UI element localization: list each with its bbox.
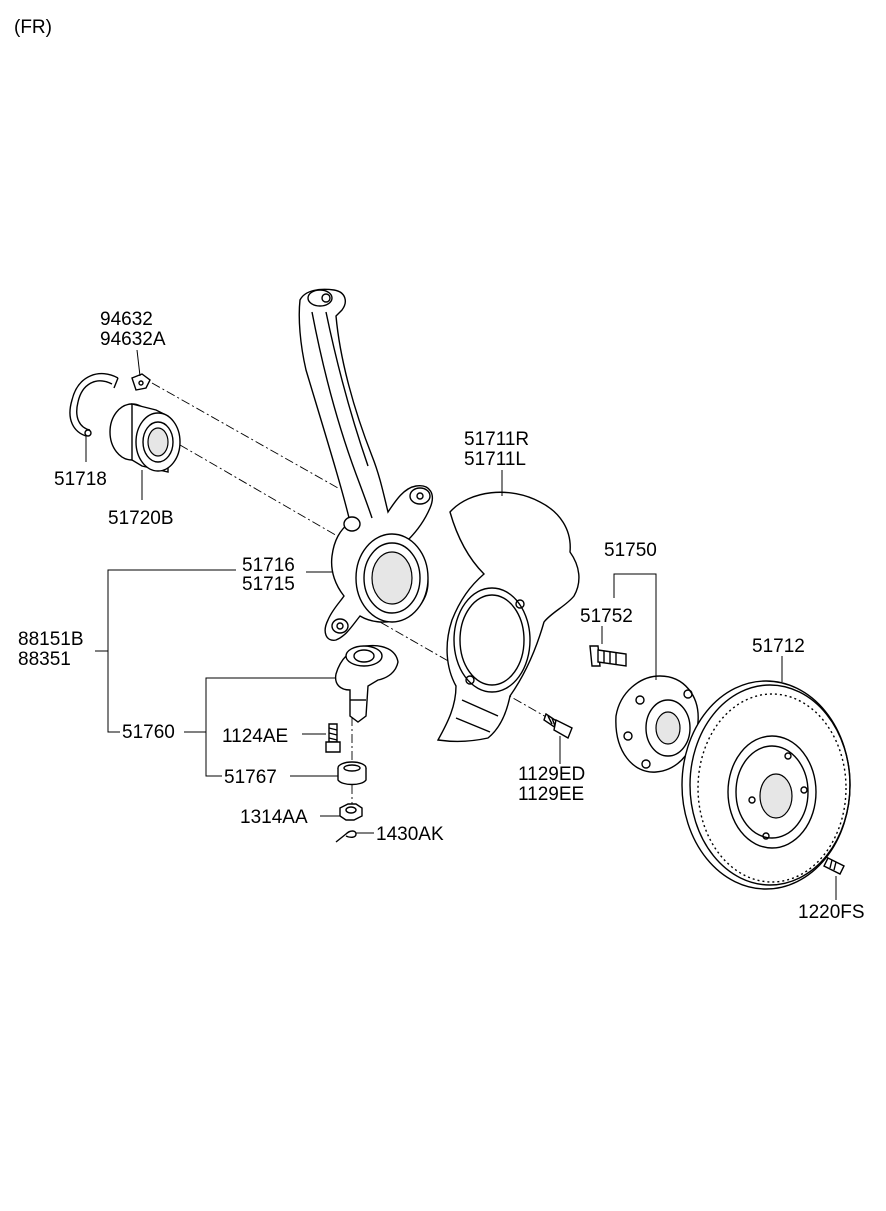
clip-part (131, 373, 151, 391)
cotter-pin-part (335, 830, 357, 843)
part-label-51750: 51750 (604, 540, 657, 561)
part-label-51711r: 51711R (464, 429, 529, 450)
brake-disc-part (681, 680, 851, 890)
part-label-51720b: 51720B (108, 508, 174, 529)
castle-nut-part (339, 803, 363, 821)
part-label-51718: 51718 (54, 469, 107, 490)
wheel-hub-part (615, 675, 699, 773)
wheel-bearing-part (109, 403, 181, 473)
leader-lines (85, 349, 837, 900)
disc-screw-part (823, 857, 845, 875)
part-label-88151b: 88151B (18, 629, 84, 650)
steering-knuckle-part (298, 288, 434, 641)
ball-joint-part (334, 644, 399, 723)
part-label-1129ed: 1129ED (518, 764, 585, 785)
part-label-51716: 51716 (242, 555, 295, 576)
dust-cover-part (337, 761, 367, 786)
shield-bolt-part (543, 712, 573, 740)
part-label-94632a: 94632A (100, 329, 166, 350)
part-label-51712: 51712 (752, 636, 805, 657)
part-label-1314aa: 1314AA (240, 807, 308, 828)
part-number-labels: 94632 94632A 51718 51720B 51716 51715 88… (18, 309, 865, 923)
part-label-51767: 51767 (224, 767, 277, 788)
snap-ring-part (69, 373, 119, 437)
part-label-51711l: 51711L (464, 449, 526, 470)
part-label-51752: 51752 (580, 606, 633, 627)
part-label-51715: 51715 (242, 574, 295, 595)
ball-joint-bolt-part (325, 723, 341, 753)
hub-bolt-part (589, 645, 627, 667)
position-code-label: (FR) (14, 17, 52, 38)
part-label-1220fs: 1220FS (798, 902, 865, 923)
part-label-51760: 51760 (122, 722, 175, 743)
part-label-1129ee: 1129EE (518, 784, 584, 805)
part-label-88351: 88351 (18, 649, 71, 670)
part-label-1124ae: 1124AE (222, 726, 288, 747)
part-label-1430ak: 1430AK (376, 824, 444, 845)
part-label-94632: 94632 (100, 309, 153, 330)
dust-shield-part (436, 491, 580, 743)
